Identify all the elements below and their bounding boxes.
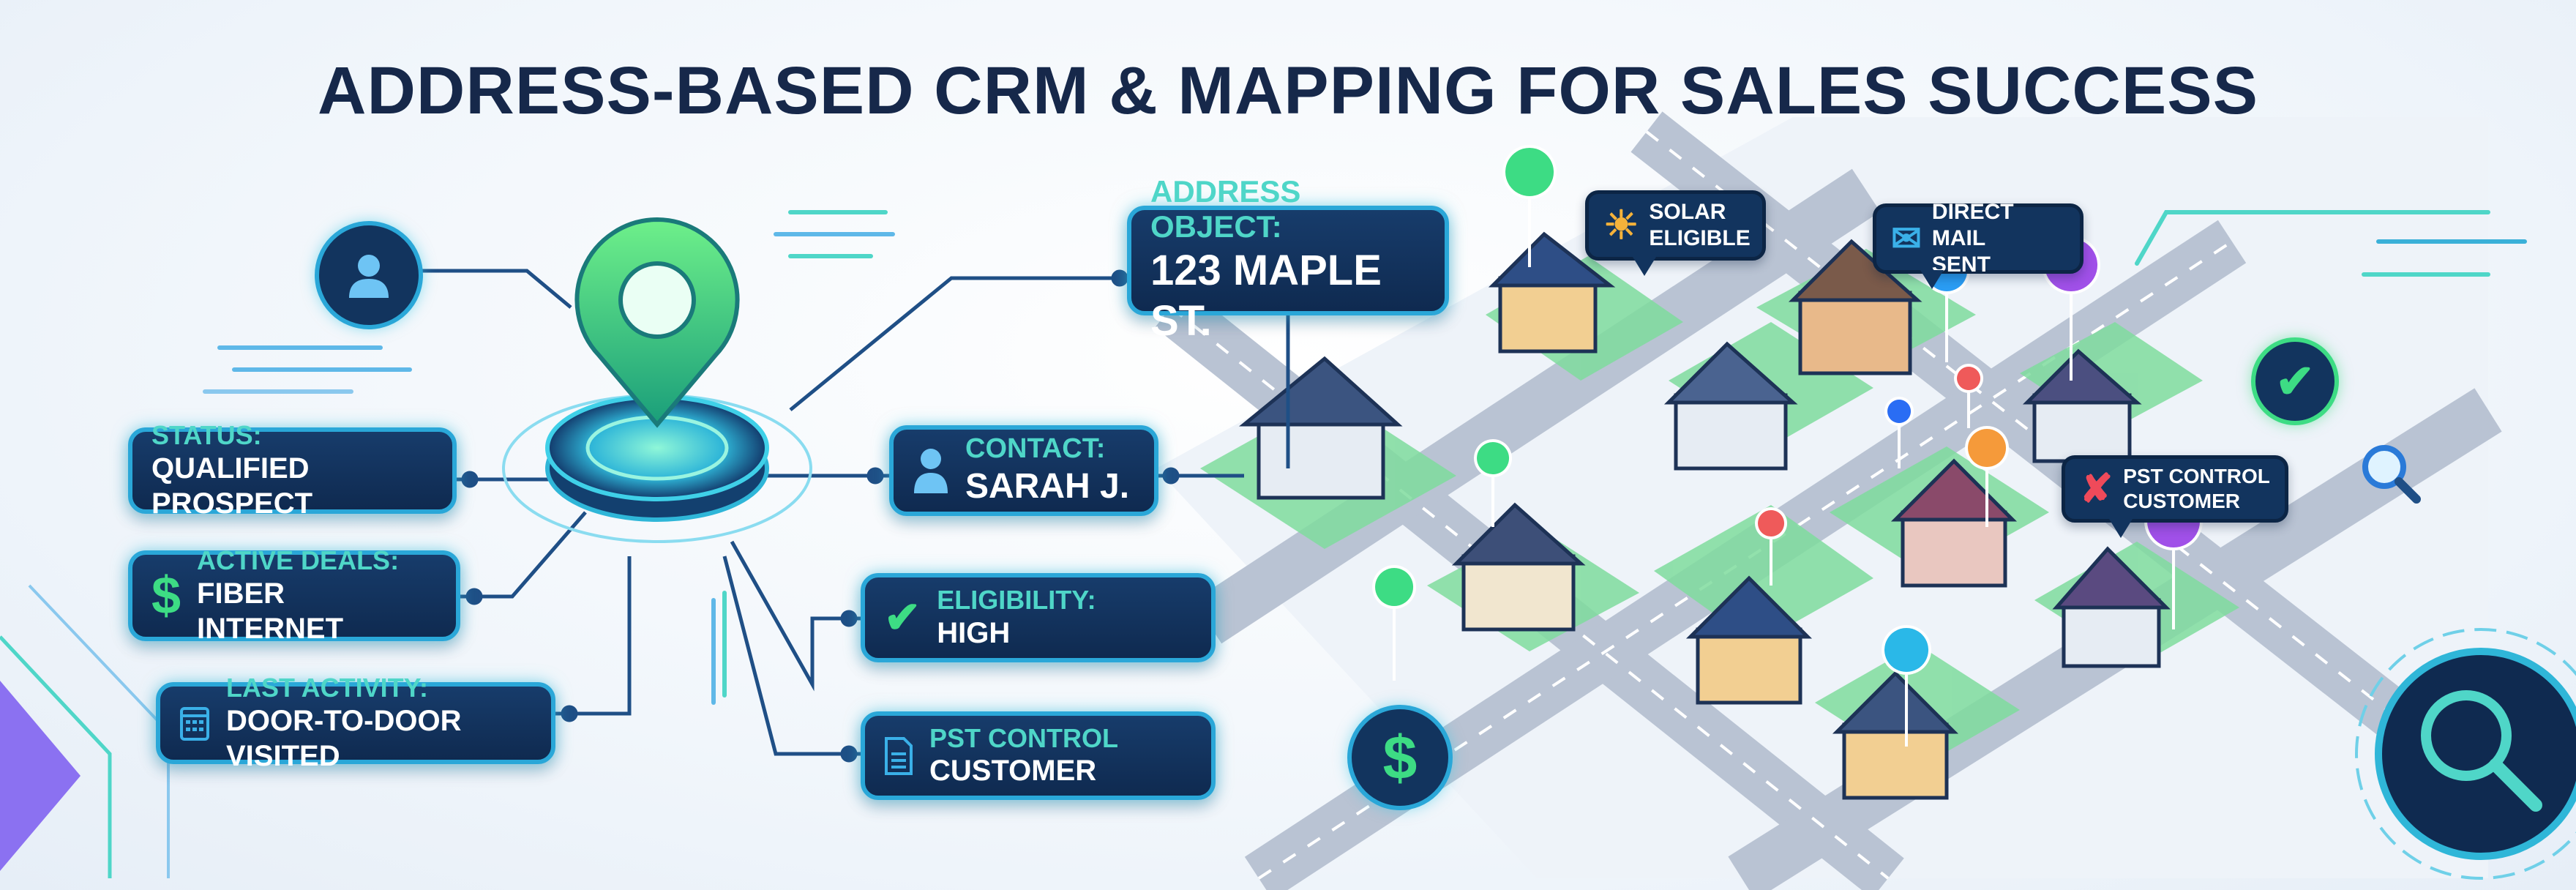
decorative-magnifier-badge [2355,628,2576,880]
document-icon [884,736,913,776]
active-deals-value: FIBER INTERNET [197,577,344,645]
person-icon [913,446,949,495]
pest-control-label: PST CONTROL [929,722,1118,753]
central-location-pin-platform [502,217,812,543]
last-activity-card: LAST ACTIVITY: DOOR-TO-DOOR VISITED [156,673,555,772]
active-deals-card: $ ACTIVE DEALS: FIBER INTERNET [128,545,460,645]
direct-mail-callout: ✉ DIRECT MAIL SENT [1873,200,2083,289]
sun-icon: ☀ [1603,203,1639,247]
x-mark-icon: ✘ [2080,466,2113,511]
pest-control-card: PST CONTROL CUSTOMER [861,711,1216,800]
check-badge-icon: ✔ [2251,337,2339,425]
contact-label: CONTACT: [965,433,1106,465]
mail-line1: DIRECT MAIL [1931,200,2014,250]
eligibility-value: HIGH [937,616,1011,649]
eligibility-label: ELIGIBILITY: [937,585,1096,616]
last-activity-label: LAST ACTIVITY: [226,673,428,703]
address-object-card: ADDRESS OBJECT: 123 MAPLE ST. [1127,174,1449,345]
contact-value: SARAH J. [965,467,1130,506]
dollar-badge-icon: $ [1347,705,1453,810]
dollar-icon: $ [151,566,181,625]
mail-line2: SENT [1931,253,1991,277]
magnifier-icon [2356,439,2422,505]
envelope-icon: ✉ [1891,218,1922,259]
checkmark-icon: ✔ [884,593,921,642]
eligibility-card: ✔ ELIGIBILITY: HIGH [861,573,1216,662]
calendar-icon [179,704,210,742]
pest-callout-line1: PST CONTROL [2123,465,2270,488]
dollar-badge-symbol: $ [1382,722,1418,792]
status-value: QUALIFIED PROSPECT [151,452,313,520]
contact-card: CONTACT: SARAH J. [889,425,1158,516]
solar-line1: SOLAR [1649,200,1726,224]
status-card: STATUS: QUALIFIED PROSPECT [128,420,457,520]
last-activity-value: DOOR-TO-DOOR VISITED [226,704,462,772]
user-avatar-icon [315,221,423,329]
houses [1238,231,2171,800]
status-label: STATUS: [151,420,262,451]
decorative-tech-lines [203,210,2527,705]
pest-control-value: CUSTOMER [929,755,1097,788]
active-deals-label: ACTIVE DEALS: [197,545,400,576]
address-object-value: 123 MAPLE ST. [1150,246,1382,345]
solar-line2: ELIGIBLE [1649,226,1751,250]
address-object-label: ADDRESS OBJECT: [1150,174,1301,244]
page-title: ADDRESS-BASED CRM & MAPPING FOR SALES SU… [318,53,2258,128]
connector-lines [410,269,1290,763]
pest-callout-line2: CUSTOMER [2123,490,2240,512]
